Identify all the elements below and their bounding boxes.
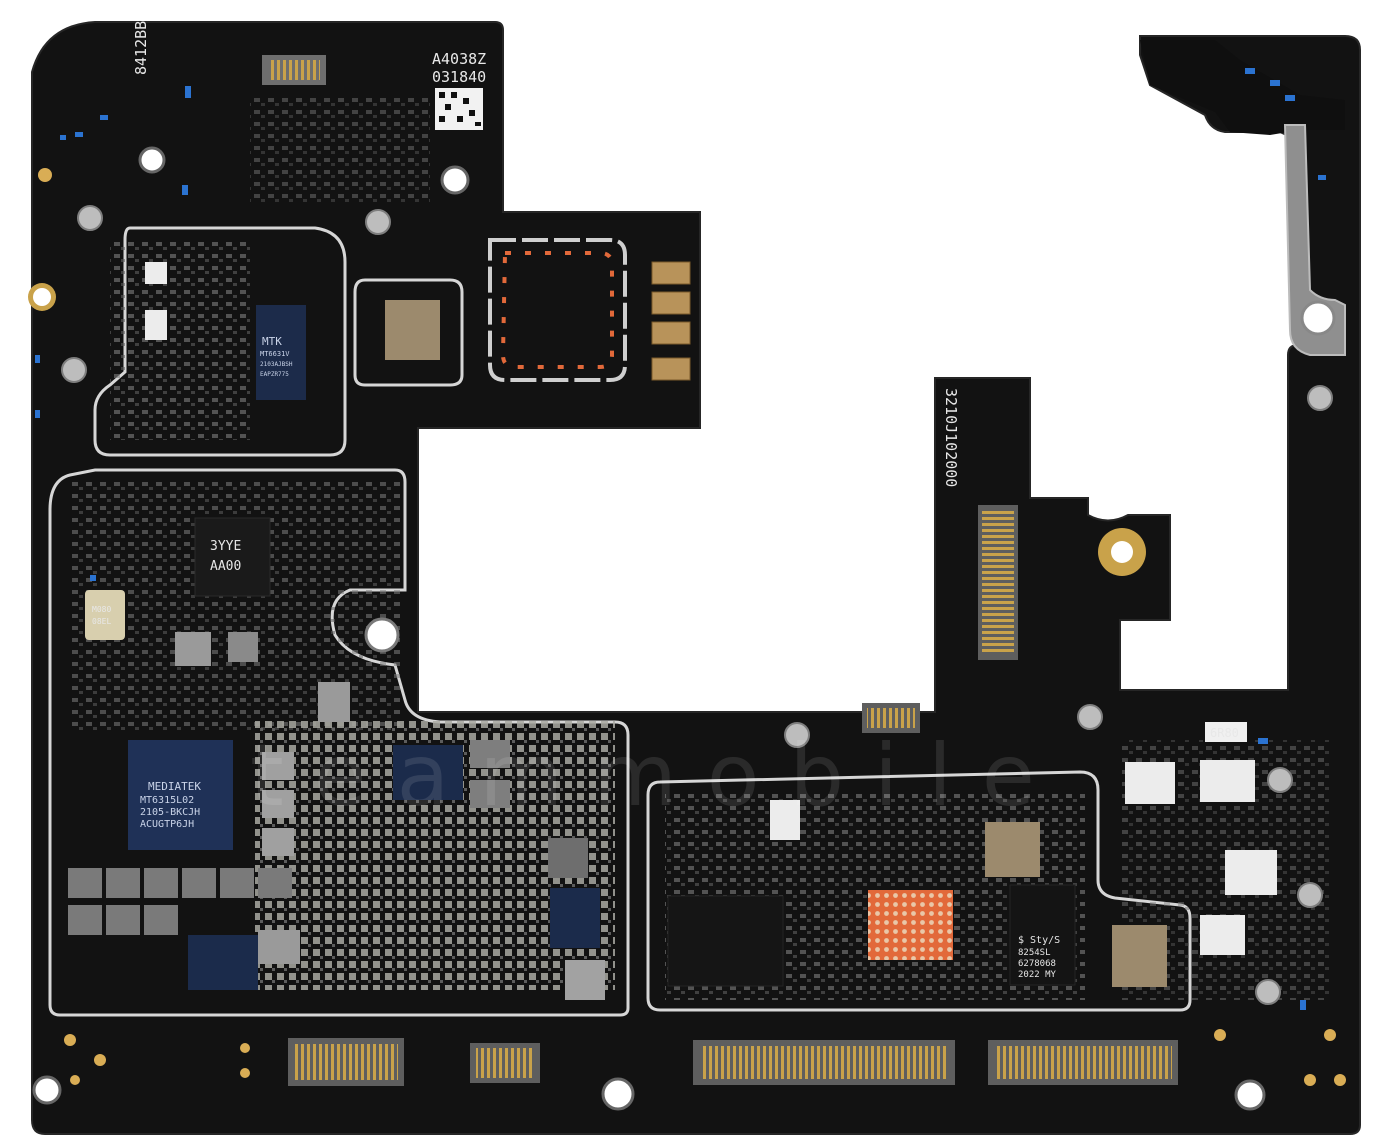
chip-mtk-line2: MT6631V: [260, 350, 290, 358]
shield-frame-left-top: [93, 226, 347, 457]
chip-black-large: [667, 895, 784, 987]
chip-mtk-line1: MTK: [262, 335, 282, 348]
crystal-oscillator: M080 08EL: [85, 590, 125, 640]
spring-contacts-right: [651, 261, 691, 381]
connector-top-center: [262, 55, 326, 85]
shield-frame-orange-inner: [500, 251, 614, 369]
inductor-row: [68, 632, 605, 1000]
chip-pmic: 3YYE AA00: [194, 517, 271, 597]
chip-samsung-line1: $ Sty/S: [1018, 935, 1060, 946]
chip-blue-memory-b: [188, 935, 258, 990]
connector-bottom-left: [288, 1038, 404, 1086]
chip-mediatek-line4: ACUGTP6JH: [140, 819, 194, 830]
chip-pmic-line1: 3YYE: [210, 539, 241, 554]
silk-vertical-code: 3210J102000: [942, 388, 960, 487]
silk-label-a: A4038Z: [432, 50, 486, 68]
silk-label-b: 031840: [432, 68, 486, 86]
mounting-holes: [28, 146, 1336, 1111]
connector-bottom-small: [470, 1043, 540, 1083]
datamatrix-code: [435, 88, 483, 130]
chip-blue-memory-a: [393, 745, 463, 800]
chip-mtk-small: MTK MT6631V 2103AJBSH EAPZR775: [256, 305, 306, 400]
chip-bga-orange-balls: [868, 890, 953, 960]
silk-top-left-code: 8412BB: [132, 21, 150, 75]
gold-test-pads: [38, 168, 1346, 1086]
chip-samsung: $ Sty/S 8254SL 6278068 2022 MY: [1009, 884, 1076, 986]
chip-mtk-line4: EAPZR775: [260, 371, 289, 378]
chip-samsung-line3: 6278068: [1018, 959, 1056, 969]
crystal-line1: M080: [92, 605, 111, 614]
smd-field-top-left: [110, 240, 250, 440]
shield-frame-rf: [353, 278, 464, 387]
rf-coax-connectors: [61, 205, 1333, 1005]
chip-blue-memory-c: [550, 888, 600, 948]
blue-passives: [35, 68, 1326, 1010]
shield-frame-orange-top: [488, 238, 627, 382]
watermark-text: teammobile: [250, 726, 1065, 826]
connector-mid-small: [862, 703, 920, 733]
metal-bracket: [1283, 124, 1346, 356]
smd-field-top-center: [250, 95, 430, 205]
inductor-6r80-label: 6R80: [1210, 726, 1239, 740]
chip-samsung-line2: 8254SL: [1018, 948, 1051, 958]
chip-mediatek: MEDIATEK MT6315L02 2105-BKCJH ACUGTP6JH: [128, 740, 233, 850]
inductor-6r80: 6R80: [1205, 722, 1247, 742]
chip-mediatek-line3: 2105-BKCJH: [140, 807, 200, 818]
chip-mediatek-line2: MT6315L02: [140, 795, 194, 806]
white-components: [145, 262, 1277, 955]
chip-pmic-line2: AA00: [210, 559, 241, 574]
chip-mediatek-line1: MEDIATEK: [148, 780, 201, 793]
chip-samsung-line4: 2022 MY: [1018, 970, 1057, 980]
chip-gold-c: [1112, 925, 1167, 987]
top-right-flex-arm: [1140, 40, 1345, 135]
chip-gold-a: [385, 300, 440, 360]
chip-mtk-line3: 2103AJBSH: [260, 361, 293, 368]
connector-bottom-long: [693, 1040, 955, 1085]
connector-bottom-right: [988, 1040, 1178, 1085]
crystal-line2: 08EL: [92, 617, 111, 626]
chip-gold-b: [985, 822, 1040, 877]
connector-vertical-center: [978, 505, 1018, 660]
